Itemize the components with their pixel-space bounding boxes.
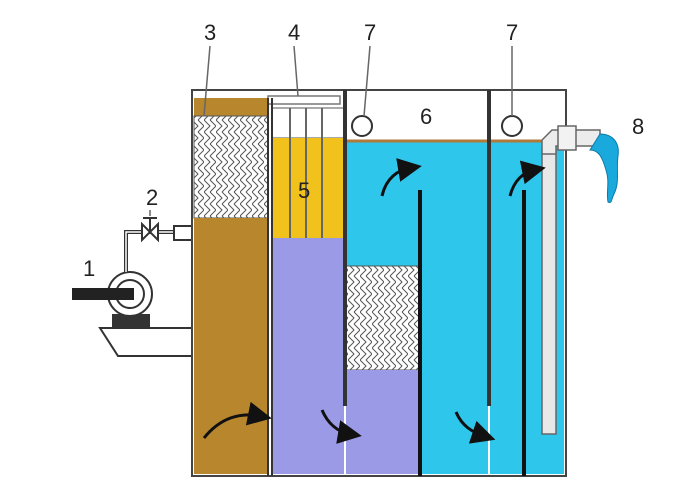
label-pipe-left: 7 [364,20,376,45]
blue-water-chamber-3b [420,142,488,474]
pump-icon [72,230,193,357]
flow-arrow-icon [202,158,546,444]
bottom-baffles [418,190,526,476]
yellow-media [272,138,344,238]
media-cage-top [271,107,345,139]
label-pump: 1 [83,256,95,281]
label-media-zone: 5 [298,178,310,203]
violet-water-left [272,238,344,474]
pipe-icon-left [351,115,373,137]
label-compartment: 6 [420,104,432,129]
label-top-frame: 4 [288,20,300,45]
pipe-icon-right [501,115,523,137]
leader-lines [149,45,513,216]
top-frame [267,95,341,105]
blue-water-upper [346,142,420,266]
outlet-stream [589,133,619,203]
outlet-pipe [541,125,601,435]
brown-surface [194,98,268,116]
filter-media-block [193,115,269,219]
label-pipe-right: 7 [506,20,518,45]
violet-water-right [346,370,420,474]
label-valve: 2 [146,185,158,210]
brown-water [194,218,268,474]
media-cage-rods [289,108,323,238]
label-filter-media: 3 [204,20,216,45]
valve-icon [141,217,193,243]
media-block-middle [345,265,421,371]
label-outlet: 8 [632,114,644,139]
